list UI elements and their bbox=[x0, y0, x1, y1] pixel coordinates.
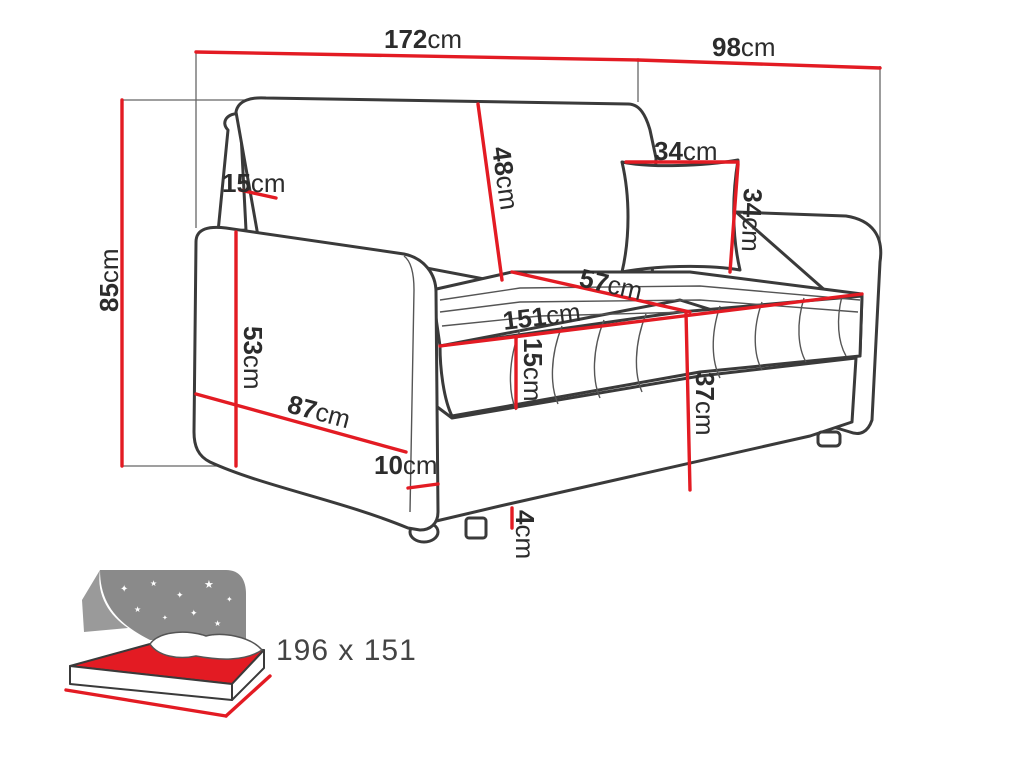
bed-mode-icon: ✦ ★ ✦ ★ ✦ ★ ✦ ★ ✦ 196 x 151 bbox=[64, 570, 417, 718]
dim-line-98 bbox=[636, 58, 882, 70]
label-34-top: 34cm bbox=[654, 136, 718, 166]
dim-line-172 bbox=[194, 50, 640, 62]
label-85: 85cm bbox=[94, 248, 124, 312]
bed-size-label: 196 x 151 bbox=[276, 634, 417, 667]
label-4: 4cm bbox=[510, 510, 540, 559]
label-151: 151cm bbox=[501, 297, 582, 336]
dim-line-10 bbox=[406, 482, 440, 490]
label-48: 48cm bbox=[486, 145, 525, 212]
svg-text:✦: ✦ bbox=[120, 584, 128, 595]
svg-text:★: ★ bbox=[150, 579, 157, 588]
dim-line-87 bbox=[194, 392, 408, 454]
dim-line-151 bbox=[438, 292, 864, 348]
seat-stitching bbox=[439, 285, 861, 411]
dim-line-57 bbox=[510, 270, 692, 314]
label-53: 53cm bbox=[238, 326, 268, 390]
dim-line-34-side bbox=[728, 162, 740, 274]
dim-line-15-back bbox=[238, 188, 278, 200]
dim-line-37 bbox=[684, 310, 692, 492]
label-10: 10cm bbox=[374, 450, 438, 480]
svg-text:✦: ✦ bbox=[176, 591, 184, 601]
label-15-back: 15cm bbox=[222, 168, 286, 198]
label-15-seat: 15cm bbox=[518, 338, 548, 402]
label-34-side: 34cm bbox=[736, 188, 768, 253]
svg-text:✦: ✦ bbox=[162, 614, 168, 622]
label-37: 37cm bbox=[690, 372, 720, 436]
svg-text:★: ★ bbox=[134, 605, 141, 614]
night-sky-icon bbox=[100, 570, 246, 640]
svg-text:✦: ✦ bbox=[190, 609, 198, 619]
svg-text:★: ★ bbox=[214, 619, 221, 628]
svg-text:★: ★ bbox=[204, 578, 214, 591]
label-172: 172cm bbox=[384, 24, 462, 54]
bed-pillows-icon bbox=[149, 631, 264, 660]
dim-line-48 bbox=[476, 102, 504, 282]
label-98: 98cm bbox=[712, 32, 776, 62]
dimension-labels: 172cm 98cm 85cm 15cm 48cm 34cm 34cm 57cm… bbox=[94, 24, 776, 559]
label-57: 57cm bbox=[577, 263, 646, 307]
svg-text:✦: ✦ bbox=[226, 595, 233, 604]
dimension-lines bbox=[120, 50, 882, 530]
